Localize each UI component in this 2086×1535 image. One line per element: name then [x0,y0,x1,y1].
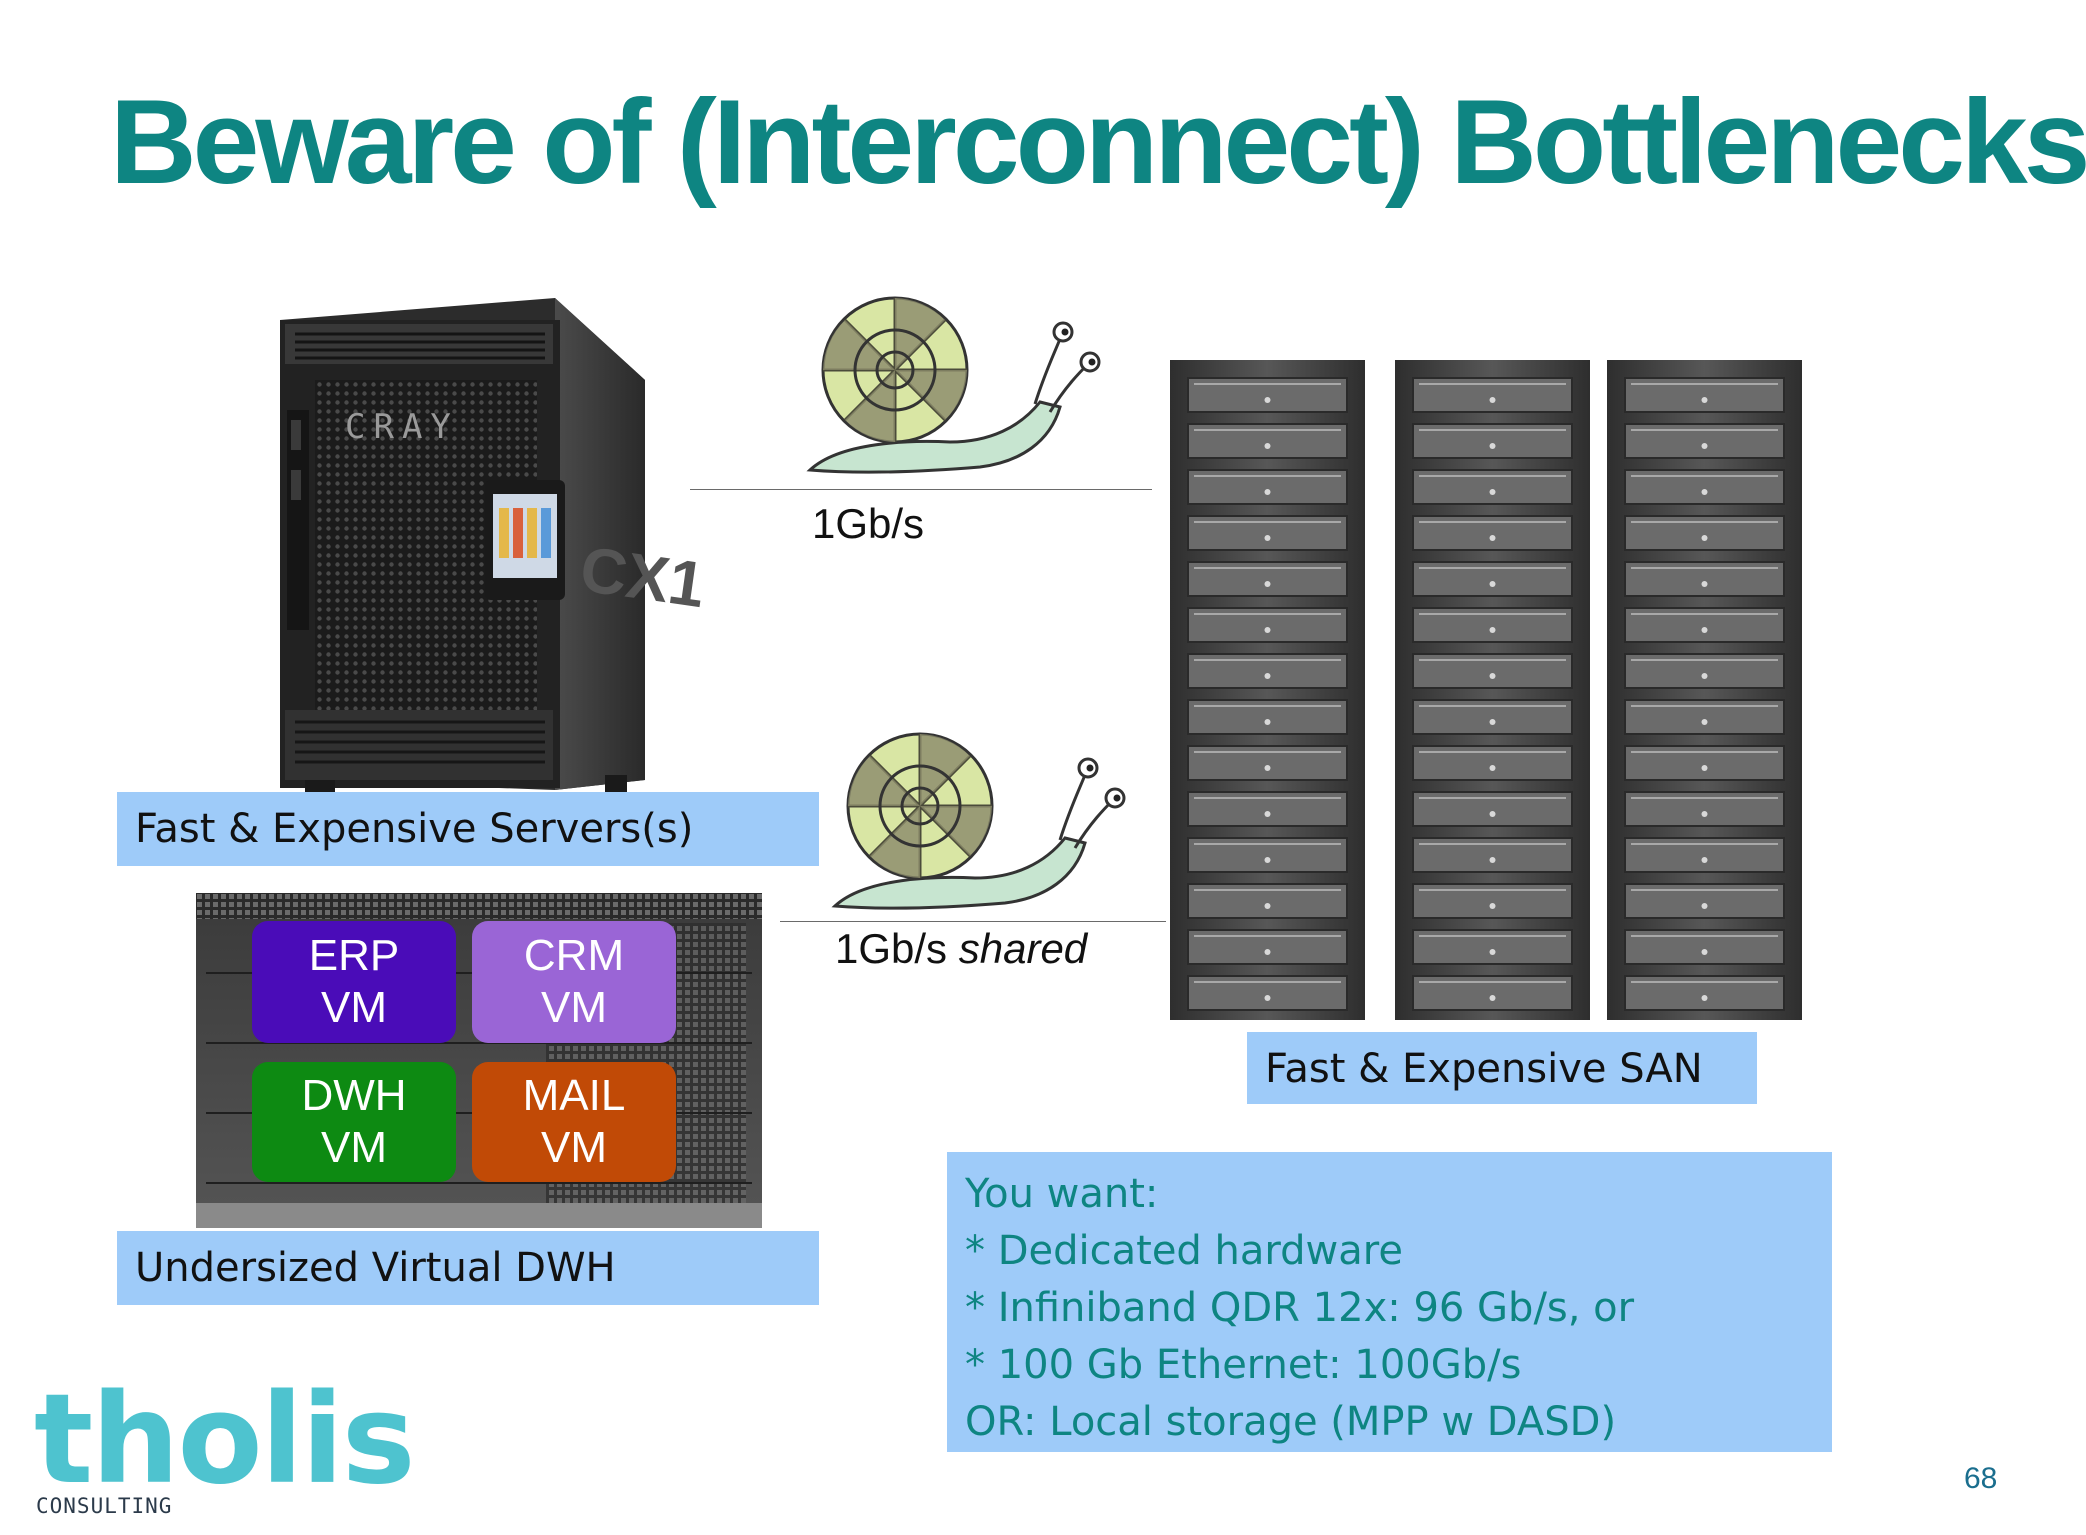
requirements-line: * 100 Gb Ethernet: 100Gb/s [965,1342,1522,1388]
cray-brand-text: CRAY [345,407,459,447]
snail-icon [806,296,1101,474]
requirements-line: * Infiniband QDR 12x: 96 Gb/s, or [965,1285,1635,1331]
vm-crm: CRM VM [472,921,676,1043]
vm-dwh-name: DWH [301,1071,407,1120]
link-line-bottom [780,921,1166,922]
link-speed-bottom: 1Gb/s shared [835,925,1087,973]
vm-mail: MAIL VM [472,1062,676,1182]
requirements-line: OR: Local storage (MPP w DASD) [965,1399,1617,1445]
virtual-dwh-label: Undersized Virtual DWH [117,1231,819,1305]
link-speed-bottom-qualifier: shared [958,925,1088,972]
cx1-model-text: CX1 [576,533,709,622]
link-line-top [690,489,1152,490]
vm-mail-sub: VM [541,1123,607,1172]
vm-erp: ERP VM [252,921,456,1043]
san-storage-image [1170,360,1802,1020]
requirements-box: You want: * Dedicated hardware * Infinib… [947,1152,1832,1452]
tholis-logo: tholis [34,1368,416,1512]
slide-title: Beware of (Interconnect) Bottlenecks [110,75,2086,209]
link-speed-top: 1Gb/s [812,500,925,547]
vm-crm-sub: VM [541,983,607,1032]
page-number: 68 [1964,1462,1998,1495]
tholis-logo-subtitle: CONSULTING [36,1494,173,1518]
snail-icon [831,732,1126,910]
link-speed-bottom-value: 1Gb/s [835,925,948,972]
servers-label: Fast & Expensive Servers(s) [117,792,819,866]
vm-mail-name: MAIL [522,1071,626,1120]
cray-server-image: CRAY CX1 [280,298,709,794]
vm-dwh-sub: VM [321,1123,387,1172]
vm-erp-name: ERP [308,931,400,980]
vm-dwh: DWH VM [252,1062,456,1182]
vm-erp-sub: VM [321,983,387,1032]
san-label: Fast & Expensive SAN [1247,1032,1757,1104]
vm-crm-name: CRM [523,931,625,980]
requirements-line: You want: [965,1171,1159,1217]
requirements-line: * Dedicated hardware [965,1228,1403,1274]
